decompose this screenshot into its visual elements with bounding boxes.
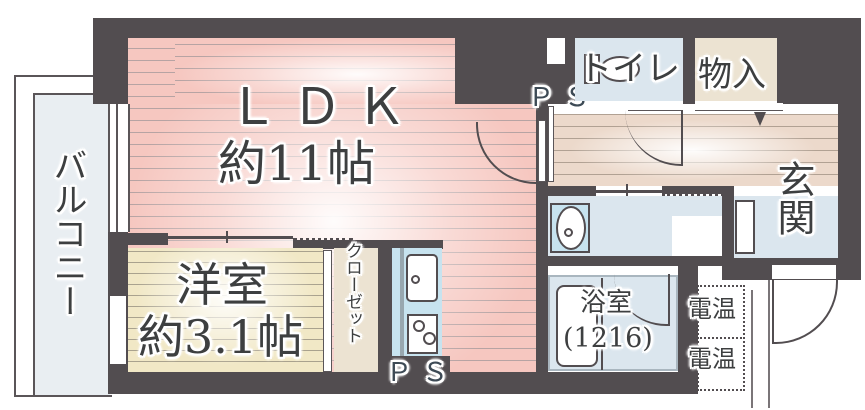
water-heater-2-box <box>697 337 745 391</box>
kitchen-backsplash <box>400 248 404 358</box>
ps-bottom-label: ＰＳ <box>386 358 459 388</box>
wall-closet-right <box>378 240 392 372</box>
wall-right <box>838 18 861 280</box>
washroom-dotted-door <box>662 193 724 196</box>
ldk-label: ＬＤＫ <box>228 78 420 136</box>
wall-bath-top <box>548 256 734 266</box>
wall-ps-bottom <box>380 356 450 394</box>
storage-label: 物入 <box>698 55 766 95</box>
washroom-door-mark <box>626 184 628 198</box>
meter-box-line <box>751 290 753 408</box>
bathroom-door[interactable] <box>615 266 667 274</box>
closet-panel[interactable] <box>323 250 332 372</box>
wall-western-top <box>108 233 168 245</box>
wall-washroom-top <box>548 186 596 196</box>
balcony-label: バルコニー <box>47 148 87 318</box>
ldk-size: 約11帖 <box>218 136 376 192</box>
balcony-area <box>33 93 110 395</box>
entrance-door[interactable] <box>772 265 836 279</box>
wall-bath-right <box>678 266 698 394</box>
western-room-sliding-door[interactable] <box>168 236 293 239</box>
bathroom-size: (1216) <box>563 323 653 354</box>
window-mullion <box>116 104 118 232</box>
western-room-size: 約3.1帖 <box>138 310 304 364</box>
ldk-door[interactable] <box>538 120 546 182</box>
storage-floor <box>695 38 777 101</box>
water-heater-1-label: 電温 <box>688 295 736 323</box>
hallway-floor <box>548 114 838 186</box>
wall-ldk-top-right <box>455 18 545 104</box>
western-room-floor <box>128 248 323 372</box>
western-window[interactable] <box>110 296 126 364</box>
burner-2 <box>423 332 436 345</box>
balcony-window[interactable] <box>108 104 130 232</box>
entrance-door-swing <box>772 280 838 344</box>
closet-door-dotted <box>293 238 353 241</box>
closet-label: クローゼット <box>342 242 362 344</box>
washbasin-drain <box>564 228 573 237</box>
washroom-sliding-door[interactable] <box>596 190 662 193</box>
wall-western-top-right <box>293 240 443 249</box>
hallway-window-line <box>548 106 554 182</box>
door-handle-mark <box>226 231 228 243</box>
bathtub-divider <box>601 278 603 370</box>
meter-box-line-2 <box>768 280 770 408</box>
shoe-cabinet <box>735 200 755 254</box>
stove-icon <box>407 314 438 354</box>
toilet-label: トイレ <box>578 49 680 89</box>
storage-door[interactable] <box>695 103 783 111</box>
wall-toilet-storage <box>683 38 695 104</box>
toilet-icon <box>600 56 640 82</box>
entrance-label: 玄関 <box>771 160 815 236</box>
wall-washroom-top-right <box>662 186 726 194</box>
western-room-label: 洋室 <box>176 258 268 312</box>
sink-drain <box>411 275 420 284</box>
wall-top-right-block <box>777 38 838 104</box>
closet-floor <box>334 248 378 372</box>
bathtub-icon <box>556 285 598 367</box>
storage-door-mark <box>754 112 766 126</box>
burner-1 <box>413 320 425 332</box>
ps-top-void <box>547 38 565 64</box>
toilet-tank <box>584 54 600 84</box>
water-heater-2-label: 電温 <box>688 345 736 373</box>
washing-machine-space <box>672 216 722 256</box>
bathroom-label: 浴室 <box>580 288 633 318</box>
